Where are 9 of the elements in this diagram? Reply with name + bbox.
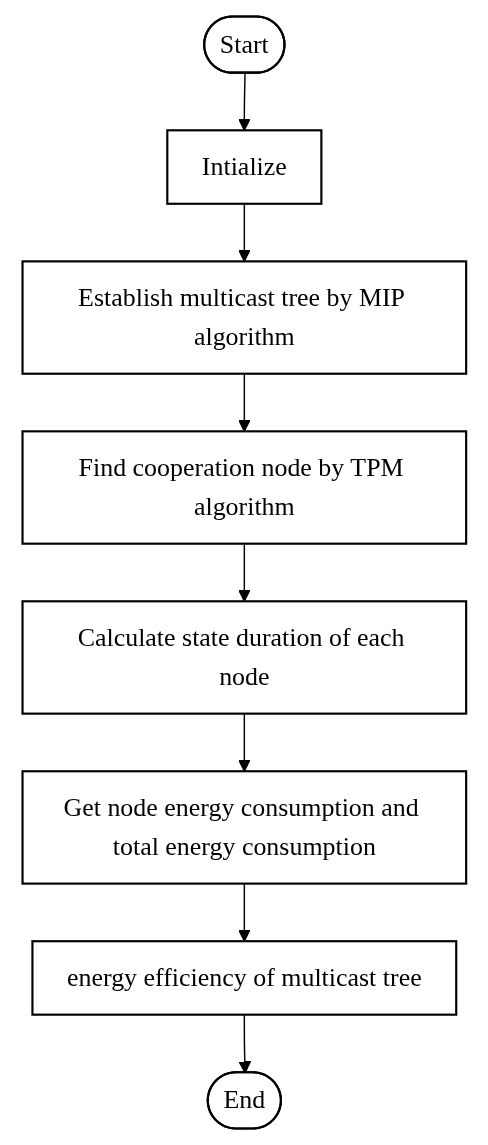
node-box: Get node energy consumption and total energy consumption [21,770,467,885]
arrow [237,203,251,262]
node-box: Establish multicast tree by MIP algorithm [21,260,467,375]
arrow [237,72,251,131]
arrow [237,373,251,432]
node-box: Intialize [165,129,323,205]
node-box: energy efficiency of multicast tree [31,940,457,1016]
node-box: Find cooperation node by TPM algorithm [21,430,467,545]
node-box: Calculate state duration of each node [21,600,467,715]
